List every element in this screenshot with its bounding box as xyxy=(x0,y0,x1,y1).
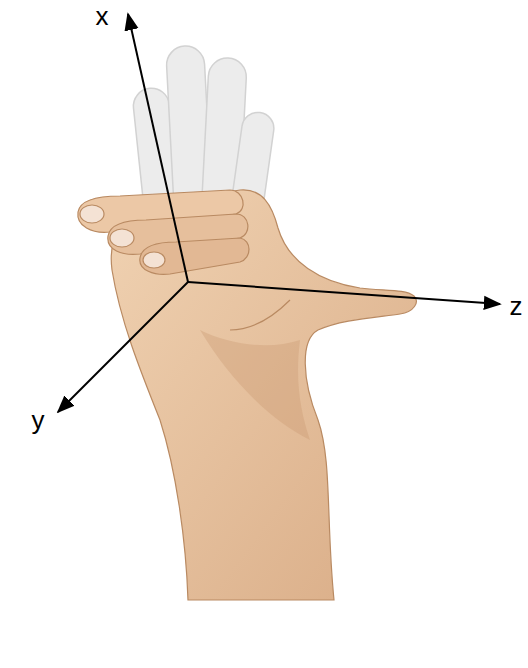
axis-label: z xyxy=(510,293,523,319)
hand-palm xyxy=(111,190,416,600)
z-axis xyxy=(188,282,500,304)
curled-fingers xyxy=(78,190,249,274)
thumb-crease xyxy=(230,300,290,330)
axis-label: y xyxy=(32,407,45,433)
axis-label: x xyxy=(96,3,109,29)
palm-shade xyxy=(200,330,310,440)
x-axis xyxy=(128,14,188,282)
axes xyxy=(58,14,500,412)
y-axis xyxy=(58,282,188,412)
